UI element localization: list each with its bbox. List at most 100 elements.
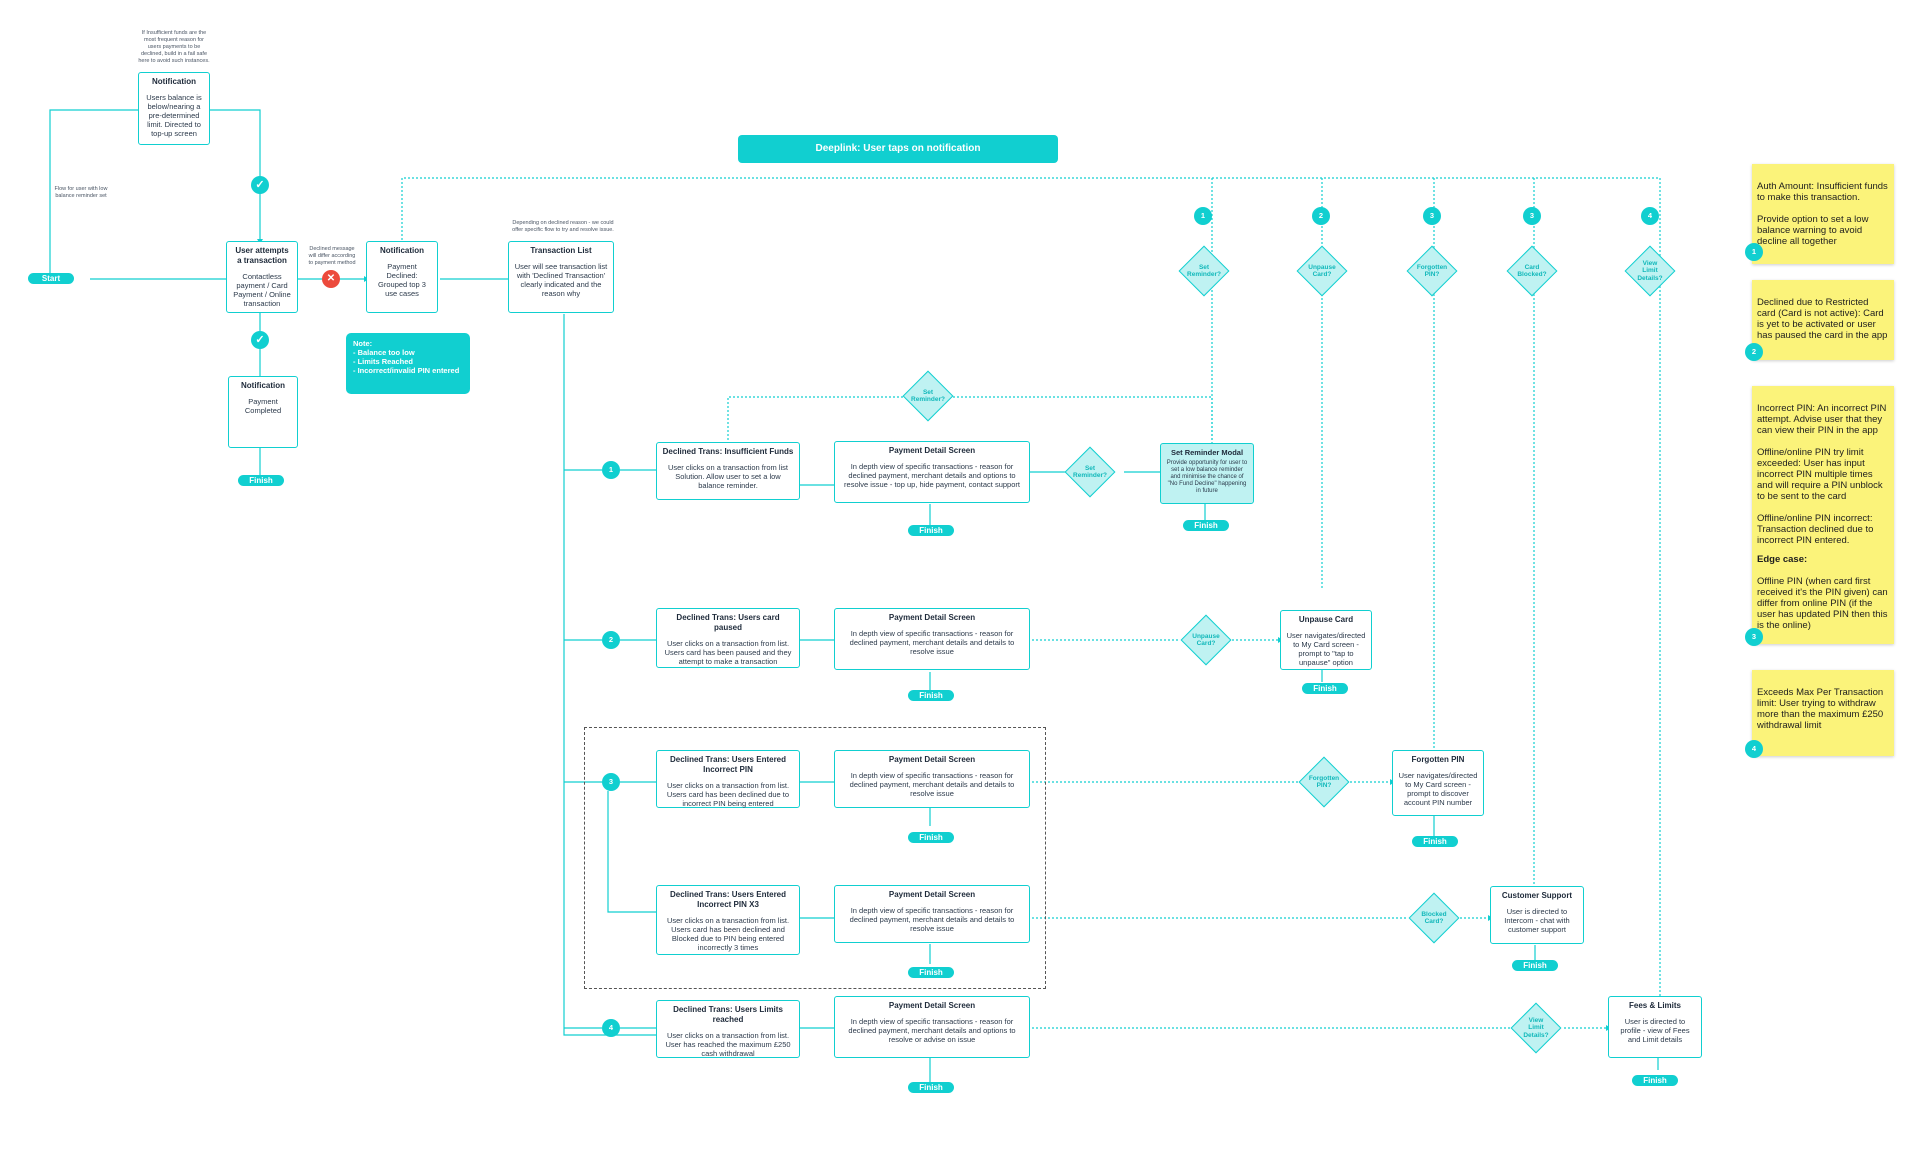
- payment-detail-screen[interactable]: Payment Detail Screen In depth view of s…: [834, 885, 1030, 943]
- start-pill[interactable]: Start: [28, 273, 74, 284]
- diamond-forgotten-pin-row[interactable]: Forgotten PIN?: [1298, 756, 1350, 808]
- finish-pill[interactable]: Finish: [1183, 520, 1229, 531]
- payment-detail-title: Payment Detail Screen: [888, 1001, 976, 1010]
- diamond-view-limit-details[interactable]: View Limit Details?: [1624, 245, 1676, 297]
- user-attempts-transaction[interactable]: User attempts a transaction Contactless …: [226, 241, 298, 313]
- finish-pill[interactable]: Finish: [1302, 683, 1348, 694]
- payment-detail-body: In depth view of specific transactions -…: [849, 629, 1015, 656]
- low-balance-note: Flow for user with low balance reminder …: [54, 186, 108, 199]
- finish-pill[interactable]: Finish: [908, 525, 954, 536]
- note-item: - Incorrect/invalid PIN entered: [353, 366, 460, 375]
- diamond-label: Set Reminder?: [1187, 263, 1221, 279]
- payment-detail-screen[interactable]: Payment Detail Screen In depth view of s…: [834, 750, 1030, 808]
- declined-limits-reached[interactable]: Declined Trans: Users Limits reached Use…: [656, 1000, 800, 1058]
- fees-limits-screen[interactable]: Fees & Limits User is directed to profil…: [1608, 996, 1702, 1058]
- note-item: - Balance too low: [353, 348, 415, 357]
- finish-pill[interactable]: Finish: [908, 1082, 954, 1093]
- declined-title: Declined Trans: Users Entered Incorrect …: [669, 890, 787, 909]
- diamond-set-reminder[interactable]: Set Reminder?: [1178, 245, 1230, 297]
- branch-number-3: 3: [602, 773, 620, 791]
- payment-detail-screen[interactable]: Payment Detail Screen In depth view of s…: [834, 441, 1030, 503]
- notification-body: Payment Declined: Grouped top 3 use case…: [378, 262, 426, 298]
- notification-body: Users balance is below/nearing a pre-det…: [146, 93, 202, 138]
- check-icon: ✓: [251, 176, 269, 194]
- payment-detail-screen[interactable]: Payment Detail Screen In depth view of s…: [834, 608, 1030, 670]
- finish-pill[interactable]: Finish: [908, 690, 954, 701]
- finish-pill[interactable]: Finish: [908, 967, 954, 978]
- payment-detail-title: Payment Detail Screen: [888, 755, 976, 764]
- unpause-card-screen[interactable]: Unpause Card User navigates/directed to …: [1280, 610, 1372, 670]
- diamond-label: Forgotten PIN?: [1308, 774, 1340, 790]
- diamond-label: Set Reminder?: [1073, 464, 1107, 480]
- sticky-number-2: 2: [1745, 343, 1763, 361]
- note-title: Note:: [353, 339, 373, 348]
- finish-pill[interactable]: Finish: [1632, 1075, 1678, 1086]
- diamond-label: Card Blocked?: [1517, 263, 1547, 279]
- unpause-card-body: User navigates/directed to My Card scree…: [1286, 631, 1366, 667]
- diamond-card-blocked[interactable]: Card Blocked?: [1506, 245, 1558, 297]
- diamond-forgotten-pin[interactable]: Forgotten PIN?: [1406, 245, 1458, 297]
- transaction-list-body: User will see transaction list with 'Dec…: [514, 262, 608, 298]
- declined-insufficient-funds[interactable]: Declined Trans: Insufficient Funds User …: [656, 442, 800, 500]
- deeplink-banner[interactable]: Deeplink: User taps on notification: [738, 135, 1058, 163]
- transaction-list-title: Transaction List: [530, 246, 592, 255]
- sticky-edge-text: Offline PIN (when card first received it…: [1757, 576, 1888, 631]
- top-note: If Insufficient funds are the most frequ…: [138, 30, 210, 64]
- note-box: Note: - Balance too low - Limits Reached…: [346, 333, 470, 394]
- declined-title: Declined Trans: Users Entered Incorrect …: [669, 755, 787, 774]
- declined-card-paused[interactable]: Declined Trans: Users card paused User c…: [656, 608, 800, 668]
- notification-body: Payment Completed: [244, 397, 282, 415]
- notification-payment-declined[interactable]: Notification Payment Declined: Grouped t…: [366, 241, 438, 313]
- notification-title: Notification: [152, 77, 196, 86]
- sticky-note-2: Declined due to Restricted card (Card is…: [1752, 280, 1894, 360]
- finish-pill[interactable]: Finish: [908, 832, 954, 843]
- branch-number-3: 3: [1423, 207, 1441, 225]
- diamond-set-reminder-mid[interactable]: Set Reminder?: [902, 370, 954, 422]
- sticky-text: Exceeds Max Per Transaction limit: User …: [1757, 687, 1884, 731]
- finish-pill[interactable]: Finish: [238, 475, 284, 486]
- sticky-note-3: Incorrect PIN: An incorrect PIN attempt.…: [1752, 386, 1894, 644]
- sticky-edge-title: Edge case:: [1757, 554, 1808, 565]
- diamond-unpause-card-row[interactable]: Unpause Card?: [1180, 614, 1232, 666]
- sticky-text: Incorrect PIN: An incorrect PIN attempt.…: [1757, 403, 1887, 546]
- payment-detail-body: In depth view of specific transactions -…: [849, 771, 1015, 798]
- notification-title: Notification: [380, 246, 424, 255]
- set-reminder-modal[interactable]: Set Reminder Modal Provide opportunity f…: [1160, 443, 1254, 504]
- declined-incorrect-pin-x3[interactable]: Declined Trans: Users Entered Incorrect …: [656, 885, 800, 955]
- declined-incorrect-pin[interactable]: Declined Trans: Users Entered Incorrect …: [656, 750, 800, 808]
- diamond-blocked-card-row[interactable]: Blocked Card?: [1408, 892, 1460, 944]
- payment-detail-body: In depth view of specific transactions -…: [849, 906, 1015, 933]
- diamond-set-reminder-row[interactable]: Set Reminder?: [1064, 446, 1116, 498]
- customer-support-screen[interactable]: Customer Support User is directed to Int…: [1490, 886, 1584, 944]
- diamond-label: Unpause Card?: [1192, 632, 1220, 648]
- diamond-view-limit-details-row[interactable]: View Limit Details?: [1510, 1002, 1562, 1054]
- payment-detail-screen[interactable]: Payment Detail Screen In depth view of s…: [834, 996, 1030, 1058]
- diamond-label: View Limit Details?: [1523, 1016, 1549, 1039]
- declined-message-note: Declined message will differ according t…: [308, 246, 356, 266]
- branch-number-4: 4: [602, 1019, 620, 1037]
- transaction-list[interactable]: Transaction List User will see transacti…: [508, 241, 614, 313]
- fees-limits-title: Fees & Limits: [1628, 1001, 1681, 1010]
- modal-title: Set Reminder Modal: [1170, 448, 1244, 457]
- check-icon: ✓: [251, 331, 269, 349]
- notification-payment-completed[interactable]: Notification Payment Completed: [228, 376, 298, 448]
- declined-title: Declined Trans: Users Limits reached: [673, 1005, 783, 1024]
- forgotten-pin-screen[interactable]: Forgotten PIN User navigates/directed to…: [1392, 750, 1484, 816]
- diamond-label: Blocked Card?: [1421, 910, 1447, 926]
- diamond-unpause-card[interactable]: Unpause Card?: [1296, 245, 1348, 297]
- notification-title: Notification: [241, 381, 285, 390]
- branch-number-1: 1: [602, 461, 620, 479]
- payment-detail-body: In depth view of specific transactions -…: [848, 1017, 1016, 1044]
- sticky-note-1: Auth Amount: Insufficient funds to make …: [1752, 164, 1894, 264]
- forgotten-pin-body: User navigates/directed to My Card scree…: [1398, 771, 1478, 807]
- finish-pill[interactable]: Finish: [1412, 836, 1458, 847]
- diamond-label: Set Reminder?: [911, 388, 945, 404]
- branch-number-1: 1: [1194, 207, 1212, 225]
- finish-pill[interactable]: Finish: [1512, 960, 1558, 971]
- payment-detail-title: Payment Detail Screen: [888, 890, 976, 899]
- payment-detail-body: In depth view of specific transactions -…: [844, 462, 1020, 489]
- declined-body: User clicks on a transaction from list. …: [666, 916, 790, 952]
- notification-low-balance[interactable]: Notification Users balance is below/near…: [138, 72, 210, 145]
- declined-body: User clicks on a transaction from list. …: [665, 1031, 791, 1058]
